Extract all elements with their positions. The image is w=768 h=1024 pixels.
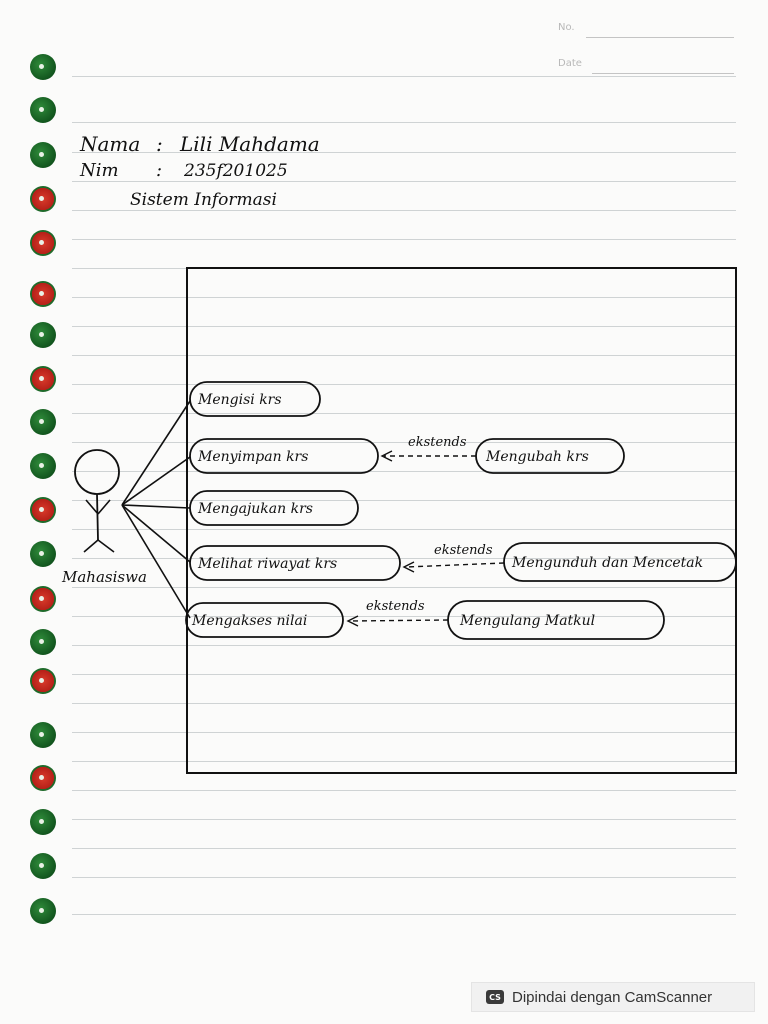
binding-hole <box>30 453 56 479</box>
use-case-ellipse <box>189 381 321 417</box>
ruled-line <box>72 76 736 77</box>
actor-stick-figure <box>74 449 120 553</box>
binding-hole <box>30 230 56 256</box>
date-label: Date <box>558 58 582 69</box>
association-line <box>121 504 191 563</box>
binding-hole <box>30 853 56 879</box>
binding-hole <box>30 409 56 435</box>
nim-label: Nim <box>80 160 119 181</box>
ruled-line <box>72 819 736 820</box>
nim-separator: : <box>156 160 163 181</box>
ruled-line <box>72 442 736 443</box>
use-case-mengunduh-dan-mencetak: Mengunduh dan Mencetak <box>511 555 703 571</box>
camscanner-logo-icon: CS <box>486 990 504 1004</box>
binding-hole <box>30 497 56 523</box>
ruled-line <box>72 326 736 327</box>
binding-hole <box>30 97 56 123</box>
nim-value: 235f201025 <box>184 161 288 181</box>
nama-separator: : <box>156 132 163 156</box>
date-line <box>592 73 734 74</box>
use-case-mengakses-nilai: Mengakses nilai <box>191 613 307 629</box>
ruled-line <box>72 384 736 385</box>
ruled-line <box>72 674 736 675</box>
system-boundary <box>186 267 737 774</box>
binding-hole <box>30 541 56 567</box>
binding-hole <box>30 629 56 655</box>
association-line <box>121 400 191 506</box>
association-line <box>121 504 191 509</box>
ruled-line <box>72 471 736 472</box>
use-case-mengulang-matkul: Mengulang Matkul <box>459 613 595 629</box>
ruled-line <box>72 355 736 356</box>
ruled-line <box>72 790 736 791</box>
extend-arrow <box>346 615 449 627</box>
ruled-line <box>72 877 736 878</box>
binding-hole <box>30 765 56 791</box>
binding-hole <box>30 668 56 694</box>
binding-hole <box>30 722 56 748</box>
ruled-line <box>72 239 736 240</box>
use-case-mengisi-krs: Mengisi krs <box>197 392 282 408</box>
ruled-line <box>72 761 736 762</box>
ruled-line <box>72 558 736 559</box>
ruled-line <box>72 122 736 123</box>
ruled-line <box>72 732 736 733</box>
extend-label: ekstends <box>434 543 493 558</box>
binding-hole <box>30 366 56 392</box>
extend-arrow <box>380 450 476 462</box>
association-line <box>121 456 191 506</box>
no-line <box>586 37 734 38</box>
binding-hole <box>30 586 56 612</box>
camscanner-watermark: CS Dipindai dengan CamScanner <box>471 982 755 1012</box>
camscanner-text: Dipindai dengan CamScanner <box>512 988 713 1006</box>
use-case-ellipse <box>189 490 359 526</box>
ruled-line <box>72 587 736 588</box>
use-case-menyimpan-krs: Menyimpan krs <box>197 449 308 465</box>
binding-hole <box>30 322 56 348</box>
no-label: No. <box>558 22 575 33</box>
nama-label: Nama <box>80 132 141 156</box>
binding-hole <box>30 186 56 212</box>
binding-hole <box>30 281 56 307</box>
nama-value: Lili Mahdama <box>180 132 320 156</box>
ruled-line <box>72 500 736 501</box>
ruled-line <box>72 529 736 530</box>
ruled-line <box>72 848 736 849</box>
ruled-line <box>72 210 736 211</box>
binding-hole <box>30 809 56 835</box>
use-case-ellipse <box>189 438 379 474</box>
extend-label: ekstends <box>408 435 467 450</box>
extend-label: ekstends <box>366 599 425 614</box>
ruled-line <box>72 914 736 915</box>
use-case-ellipse <box>503 542 737 582</box>
ruled-line <box>72 703 736 704</box>
ruled-line <box>72 181 736 182</box>
binding-hole <box>30 54 56 80</box>
ruled-line <box>72 413 736 414</box>
use-case-ellipse <box>189 545 401 581</box>
use-case-mengubah-krs: Mengubah krs <box>485 449 589 465</box>
association-line <box>121 504 191 619</box>
binding-hole <box>30 898 56 924</box>
ruled-line <box>72 645 736 646</box>
use-case-mengajukan-krs: Mengajukan krs <box>197 501 313 517</box>
use-case-melihat-riwayat-krs: Melihat riwayat krs <box>197 556 337 572</box>
ruled-line <box>72 297 736 298</box>
binding-hole <box>30 142 56 168</box>
program-name: Sistem Informasi <box>130 190 277 210</box>
extend-arrow <box>402 561 505 573</box>
actor-label: Mahasiswa <box>61 568 147 586</box>
use-case-ellipse <box>185 602 344 638</box>
ruled-line <box>72 152 736 153</box>
ruled-line <box>72 616 736 617</box>
